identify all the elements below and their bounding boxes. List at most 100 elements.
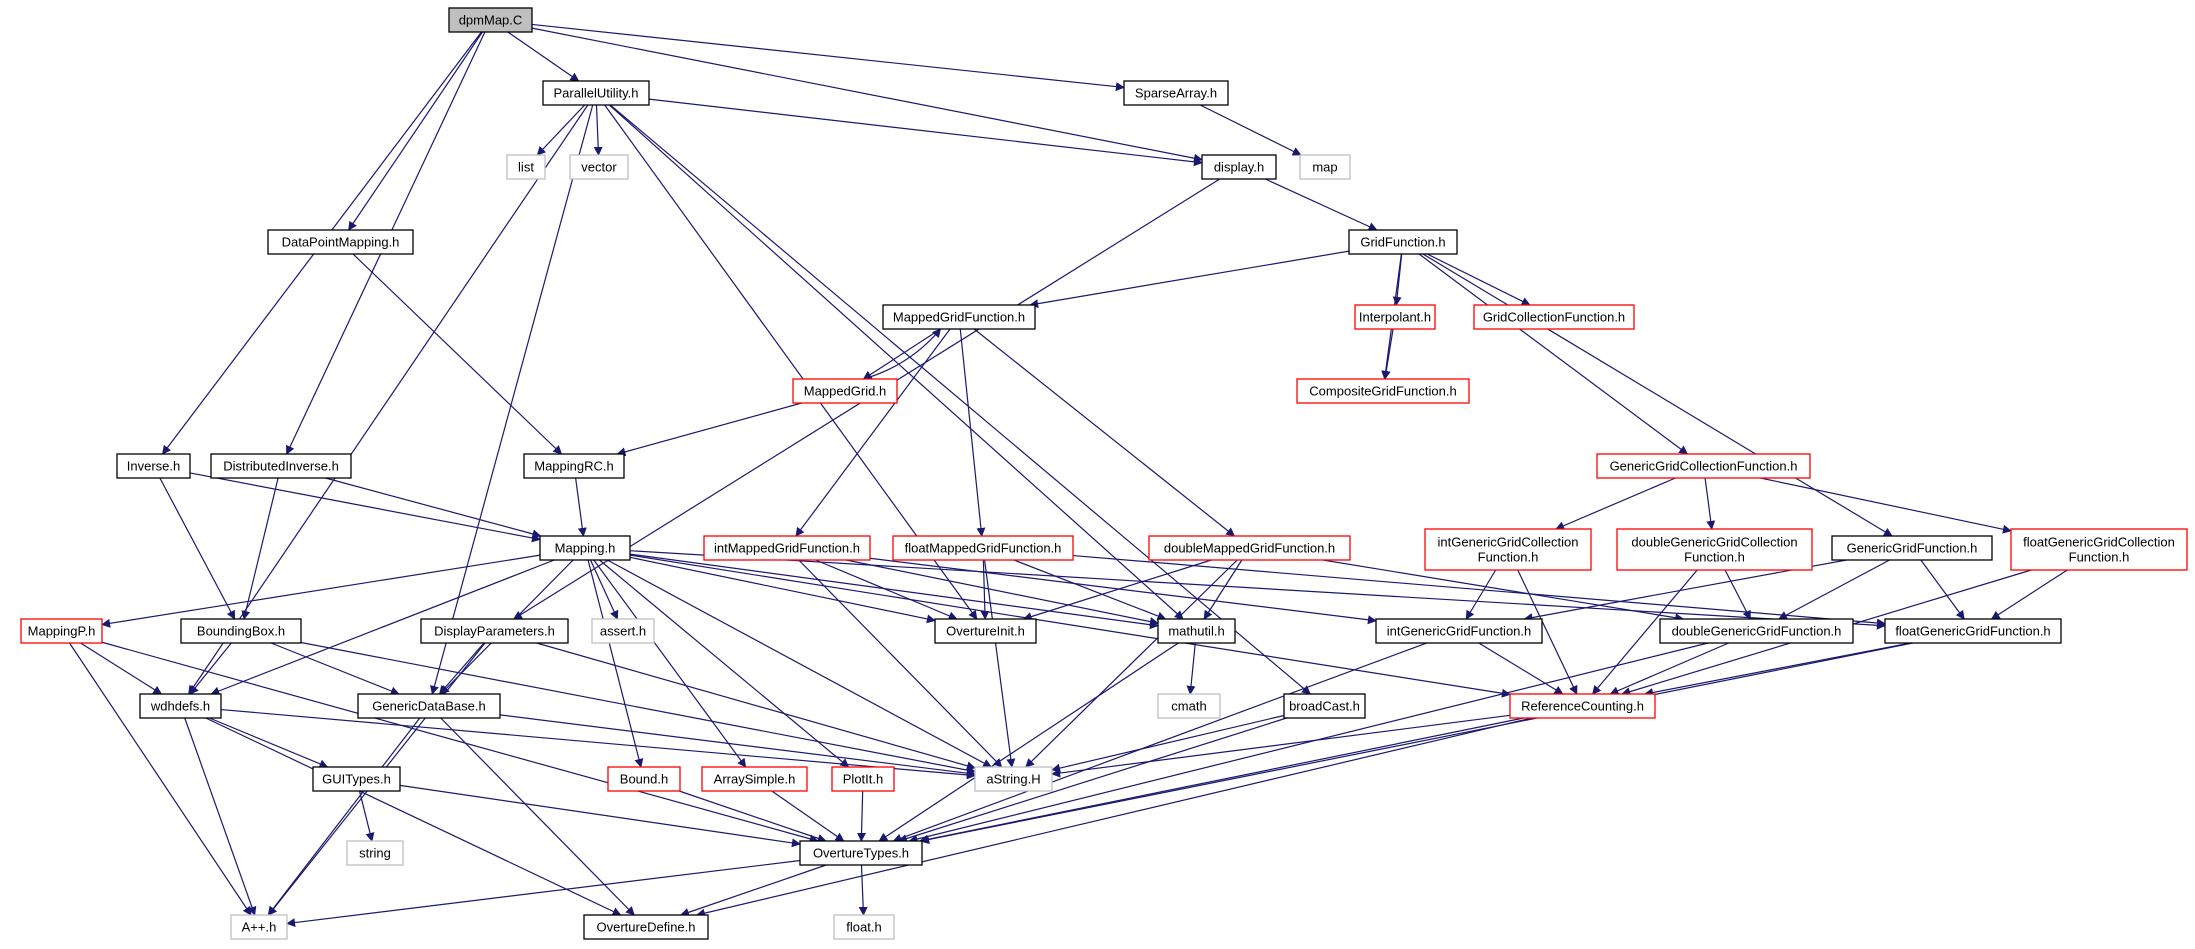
edge-DisplayParameters-to-aString xyxy=(536,642,976,771)
node-label: broadCast.h xyxy=(1289,699,1360,714)
edge-GenericGridCollectionFunction-to-floatGenericGridCollectionFunction xyxy=(1760,477,2012,534)
node-intGenericGridFunction[interactable]: intGenericGridFunction.h xyxy=(1375,618,1543,644)
node-ReferenceCounting[interactable]: ReferenceCounting.h xyxy=(1509,693,1656,719)
node-list[interactable]: list xyxy=(506,154,546,180)
node-OvertureInit[interactable]: OvertureInit.h xyxy=(934,618,1037,644)
edge-MappedGridFunction-to-doubleMappedGridFunction xyxy=(973,328,1236,537)
node-SparseArray[interactable]: SparseArray.h xyxy=(1123,80,1229,106)
edge-floatMappedGridFunction-to-OvertureInit xyxy=(980,559,990,620)
node-MappedGrid[interactable]: MappedGrid.h xyxy=(792,378,898,404)
node-DataPointMapping[interactable]: DataPointMapping.h xyxy=(267,229,414,255)
node-PlotIt[interactable]: PlotIt.h xyxy=(831,766,895,792)
node-box xyxy=(20,618,103,644)
node-label: Interpolant.h xyxy=(1359,310,1431,325)
node-label: floatMappedGridFunction.h xyxy=(905,541,1062,556)
node-label: aString.H xyxy=(986,772,1040,787)
node-MappingRC[interactable]: MappingRC.h xyxy=(523,453,625,479)
node-box xyxy=(1123,80,1229,106)
node-box xyxy=(799,840,923,866)
edge-GUITypes-to-string xyxy=(358,790,375,842)
edge-intMappedGridFunction-to-mathutil xyxy=(846,559,1159,626)
node-box xyxy=(420,618,569,644)
node-GridFunction[interactable]: GridFunction.h xyxy=(1348,229,1458,255)
edge-BoundingBox-to-GenericDataBase xyxy=(270,642,400,696)
edge-GridFunction-to-MappedGridFunction xyxy=(1029,250,1350,309)
edge-DistributedInverse-to-MappingH xyxy=(325,477,542,539)
node-broadCast[interactable]: broadCast.h xyxy=(1283,693,1366,719)
node-label: Function.h xyxy=(1478,550,1539,565)
node-intMappedGridFunction[interactable]: intMappedGridFunction.h xyxy=(703,535,871,561)
node-DisplayParameters[interactable]: DisplayParameters.h xyxy=(420,618,569,644)
edge-ParallelUtility-to-wdhdefs xyxy=(188,104,589,695)
node-box xyxy=(934,618,1037,644)
node-BoundingBox[interactable]: BoundingBox.h xyxy=(180,618,302,644)
node-assert[interactable]: assert.h xyxy=(591,618,655,644)
node-MappingP[interactable]: MappingP.h xyxy=(20,618,103,644)
node-ArraySimple[interactable]: ArraySimple.h xyxy=(701,766,808,792)
node-label: A++.h xyxy=(242,920,277,935)
edge-BoundingBox-to-wdhdefs xyxy=(189,642,232,695)
edge-MappedGrid-to-MappingRC xyxy=(616,402,802,457)
edge-doubleMappedGridFunction-to-doubleGenericGridFunction xyxy=(1322,559,1685,623)
node-string[interactable]: string xyxy=(346,840,404,866)
edge-MappingH-to-wdhdefs xyxy=(210,559,555,696)
node-floatH[interactable]: float.h xyxy=(833,914,895,940)
node-MappingH[interactable]: Mapping.h xyxy=(539,535,631,561)
node-box xyxy=(539,535,631,561)
node-mathutil[interactable]: mathutil.h xyxy=(1157,618,1236,644)
node-GenericGridFunction[interactable]: GenericGridFunction.h xyxy=(1831,535,1993,561)
node-map[interactable]: map xyxy=(1299,154,1351,180)
edge-GridFunction-to-GridCollectionFunction xyxy=(1426,253,1531,306)
node-MappedGridFunction[interactable]: MappedGridFunction.h xyxy=(882,304,1036,330)
edge-ReferenceCounting-to-aString xyxy=(1051,714,1511,778)
edge-dpmMapC-to-ParallelUtility xyxy=(507,31,580,82)
node-label: CompositeGridFunction.h xyxy=(1309,384,1456,399)
node-box xyxy=(974,766,1053,792)
node-wdhdefs[interactable]: wdhdefs.h xyxy=(139,693,222,719)
node-aString[interactable]: aString.H xyxy=(974,766,1053,792)
node-CompositeGridFunction[interactable]: CompositeGridFunction.h xyxy=(1296,378,1470,404)
node-label: intMappedGridFunction.h xyxy=(714,541,860,556)
node-label: GenericGridFunction.h xyxy=(1847,541,1978,556)
node-GenericGridCollectionFunction[interactable]: GenericGridCollectionFunction.h xyxy=(1596,453,1811,479)
node-label: floatGenericGridCollection xyxy=(2023,535,2175,550)
node-box xyxy=(139,693,222,719)
edge-floatGenericGridCollectionFunction-to-floatGenericGridFunction xyxy=(1990,569,2068,620)
node-label: MappingP.h xyxy=(28,624,96,639)
node-Interpolant[interactable]: Interpolant.h xyxy=(1354,304,1436,330)
node-doubleMappedGridFunction[interactable]: doubleMappedGridFunction.h xyxy=(1148,535,1351,561)
node-label: BoundingBox.h xyxy=(197,624,285,639)
node-GenericDataBase[interactable]: GenericDataBase.h xyxy=(357,693,501,719)
node-display[interactable]: display.h xyxy=(1201,154,1277,180)
edge-SparseArray-to-map xyxy=(1199,104,1302,156)
node-box xyxy=(1473,304,1635,330)
node-App[interactable]: A++.h xyxy=(230,914,288,940)
node-dpmMapC[interactable]: dpmMap.C xyxy=(448,7,533,33)
node-box xyxy=(448,7,533,33)
node-doubleGenericGridFunction[interactable]: doubleGenericGridFunction.h xyxy=(1659,618,1854,644)
edge-MappedGridFunction-to-intMappedGridFunction xyxy=(795,328,951,537)
node-label: OvertureTypes.h xyxy=(813,846,909,861)
node-InverseH[interactable]: Inverse.h xyxy=(116,453,191,479)
node-GUITypes[interactable]: GUITypes.h xyxy=(312,766,401,792)
node-floatMappedGridFunction[interactable]: floatMappedGridFunction.h xyxy=(892,535,1074,561)
node-box xyxy=(116,453,191,479)
node-BoundH[interactable]: Bound.h xyxy=(607,766,681,792)
node-label: ArraySimple.h xyxy=(714,772,796,787)
node-box xyxy=(267,229,414,255)
edge-wdhdefs-to-App xyxy=(184,717,257,916)
node-GridCollectionFunction[interactable]: GridCollectionFunction.h xyxy=(1473,304,1635,330)
node-box xyxy=(792,378,898,404)
edge-MappingH-to-assert xyxy=(589,559,619,620)
node-OvertureDefine[interactable]: OvertureDefine.h xyxy=(583,914,709,940)
node-cmath[interactable]: cmath xyxy=(1157,693,1221,719)
node-DistributedInverse[interactable]: DistributedInverse.h xyxy=(210,453,352,479)
node-vector[interactable]: vector xyxy=(569,154,629,180)
node-OvertureTypes[interactable]: OvertureTypes.h xyxy=(799,840,923,866)
edge-ParallelUtility-to-mathutil xyxy=(608,104,1184,620)
node-ParallelUtility[interactable]: ParallelUtility.h xyxy=(542,80,650,106)
node-floatGenericGridFunction[interactable]: floatGenericGridFunction.h xyxy=(1884,618,2062,644)
